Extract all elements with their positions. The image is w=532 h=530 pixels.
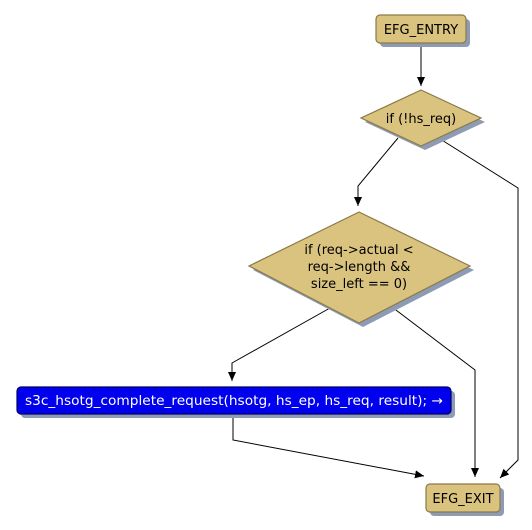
- call-label: s3c_hsotg_complete_request(hsotg, hs_ep,…: [25, 394, 443, 409]
- condition-2-line-1: if (req->actual <: [304, 243, 413, 258]
- exit-label: EFG_EXIT: [432, 492, 493, 507]
- edge-cond1-to-exit: [436, 136, 519, 479]
- exit-node[interactable]: EFG_EXIT: [425, 483, 504, 516]
- edge-cond2-to-call: [228, 307, 331, 381]
- call-node[interactable]: s3c_hsotg_complete_request(hsotg, hs_ep,…: [16, 386, 455, 418]
- condition-1-label: if (!hs_req): [386, 112, 457, 127]
- edge-cond2-to-exit: [391, 306, 479, 477]
- condition-2-line-2: req->length &&: [308, 260, 411, 275]
- condition-node-1[interactable]: if (!hs_req): [359, 89, 485, 150]
- edges: [228, 45, 519, 479]
- edge-cond1-to-cond2: [354, 137, 399, 206]
- condition-node-2[interactable]: if (req->actual < req->length && size_le…: [247, 211, 474, 327]
- entry-node[interactable]: EFG_ENTRY: [375, 14, 470, 47]
- edge-call-to-exit: [232, 414, 425, 479]
- entry-label: EFG_ENTRY: [384, 23, 458, 38]
- condition-2-line-3: size_left == 0): [311, 277, 407, 292]
